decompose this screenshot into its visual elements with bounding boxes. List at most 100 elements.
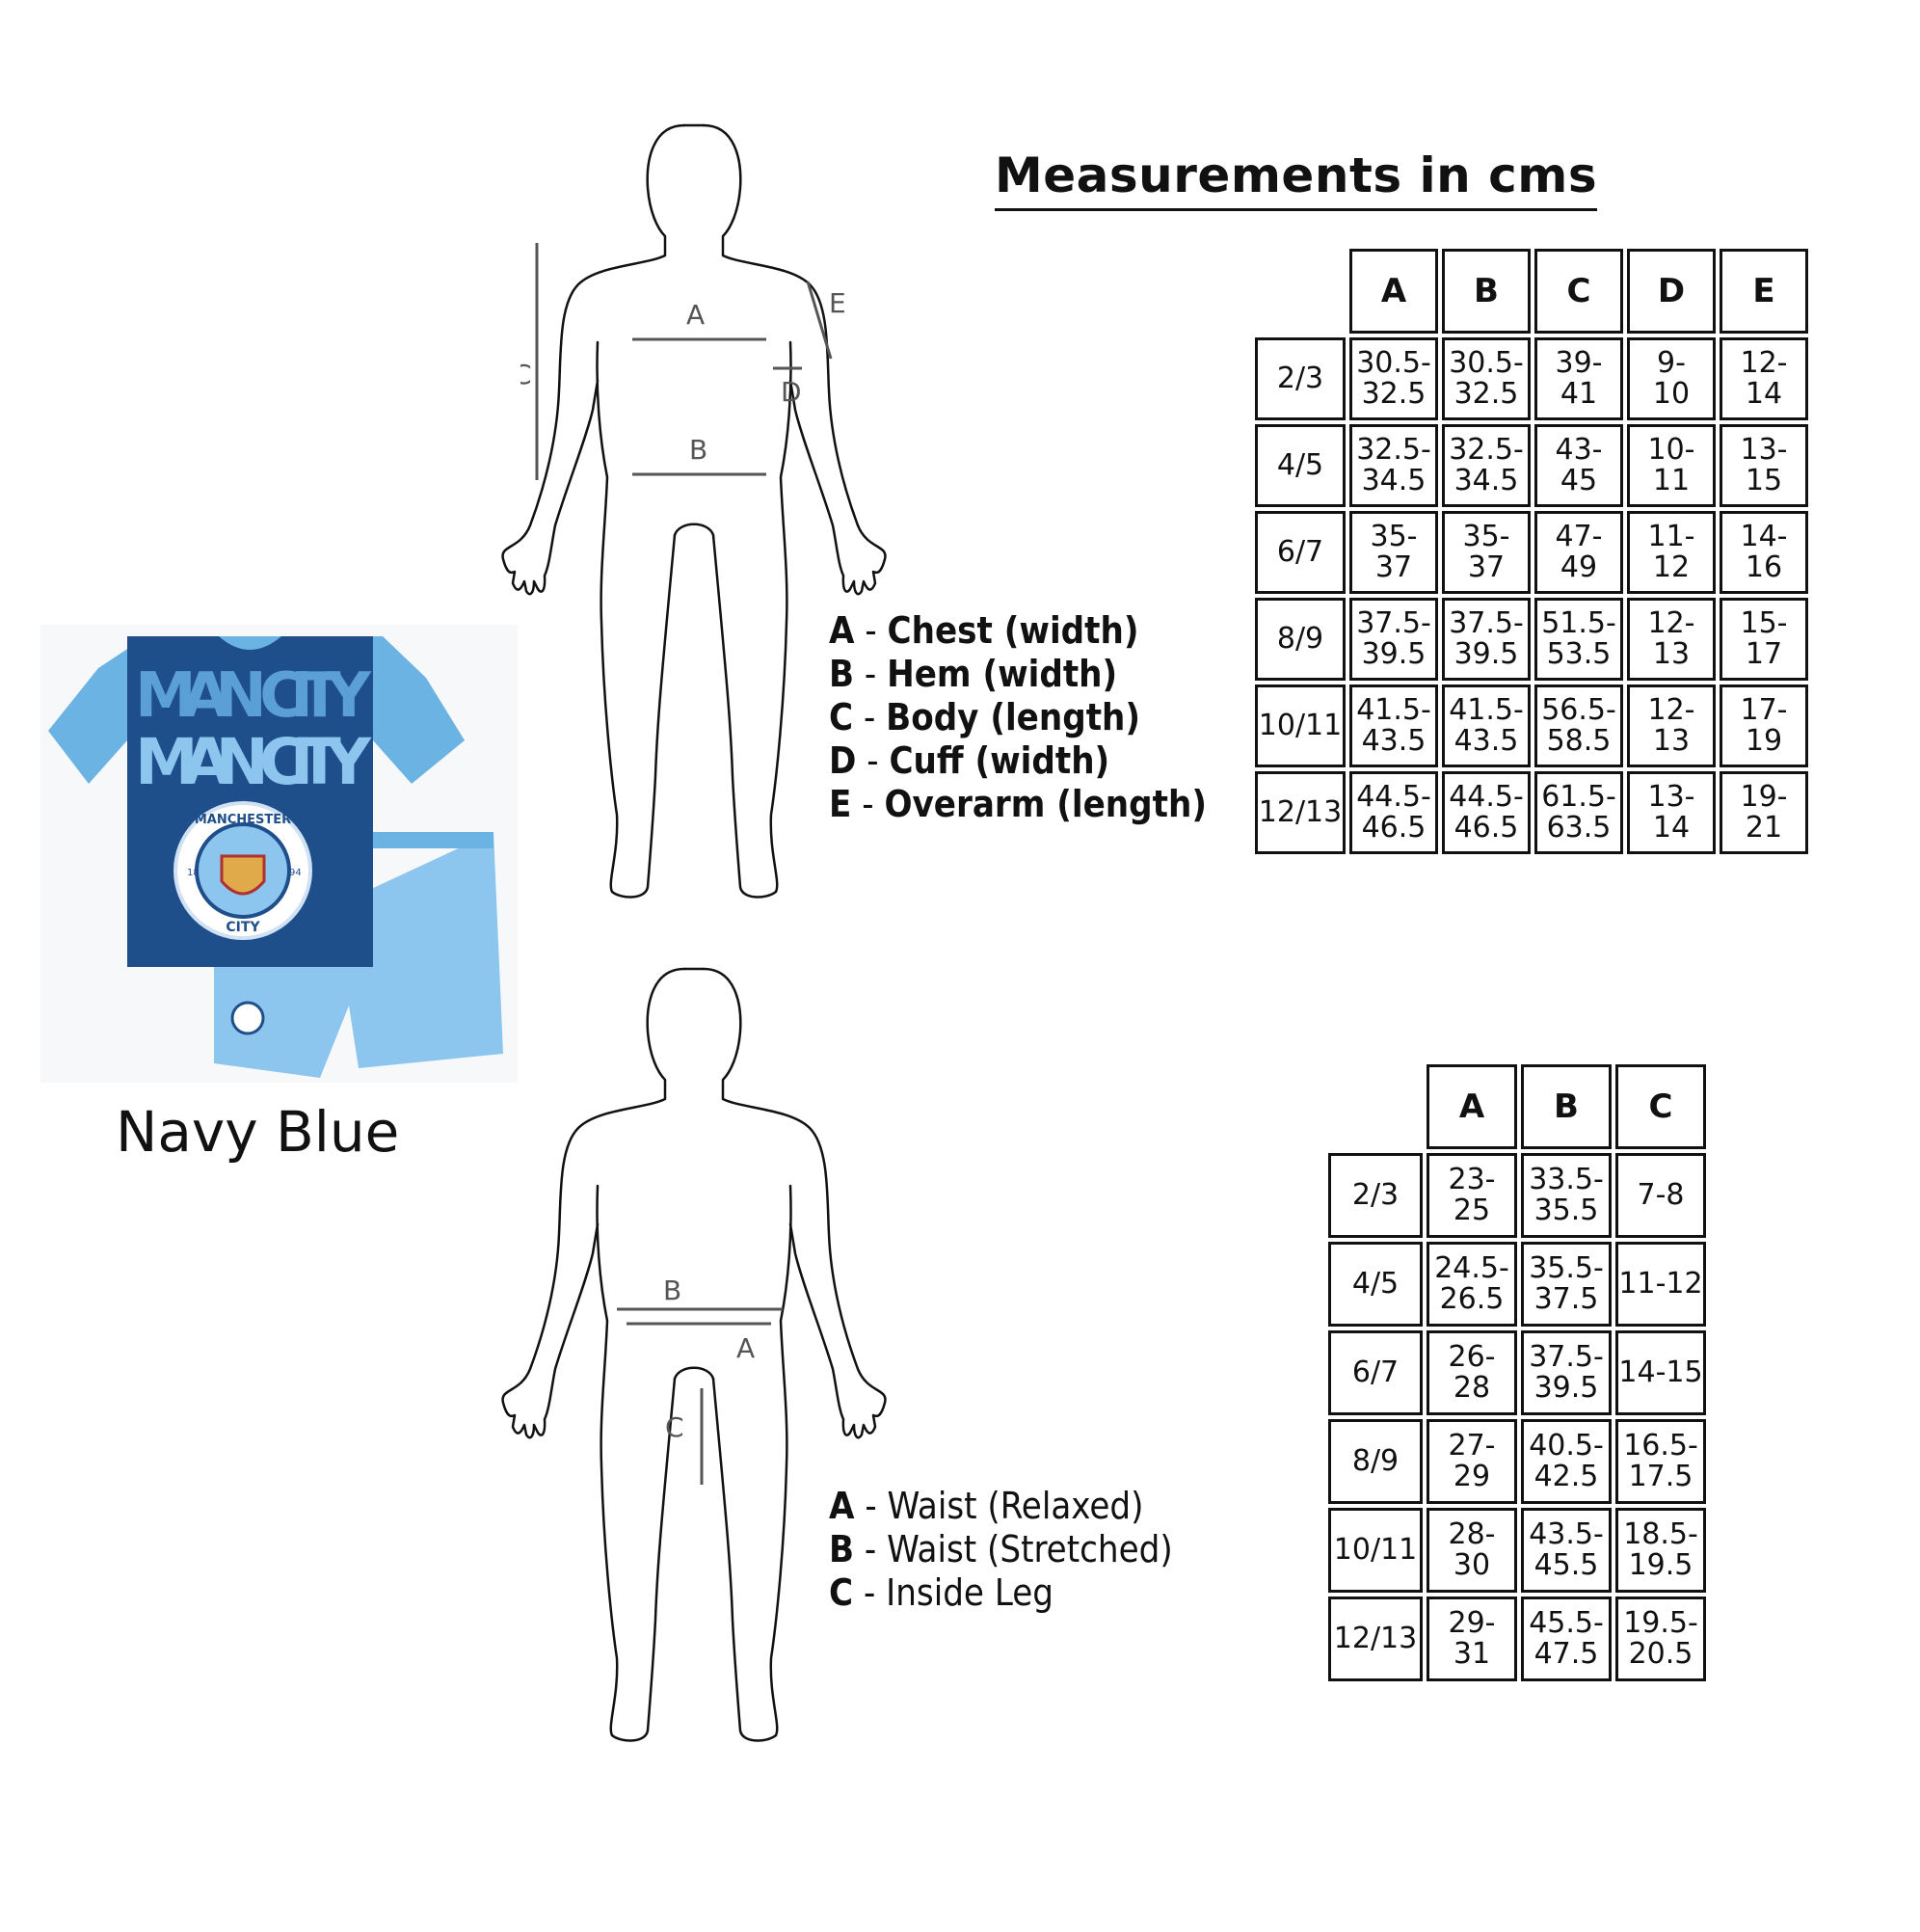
cell-line: 23- (1448, 1163, 1496, 1196)
cell-line: 41 (1560, 377, 1598, 411)
cell-line: 39- (1555, 346, 1603, 380)
cell-line: 26.5 (1439, 1282, 1505, 1316)
legend-row: C - Body (length) (829, 696, 1141, 738)
table-cell: 41.5-43.5 (1442, 684, 1531, 767)
cell-line: 34.5 (1361, 464, 1427, 497)
cell-line: 42.5 (1533, 1460, 1599, 1493)
table-cell: 47-49 (1534, 511, 1623, 594)
row-size-label: 12/13 (1255, 771, 1346, 854)
column-header: D (1627, 249, 1716, 334)
table-cell: 37.5-39.5 (1442, 598, 1531, 681)
table-cell: 45.5-47.5 (1521, 1597, 1612, 1681)
legend-row: B - Hem (width) (829, 653, 1118, 695)
table-cell: 12-13 (1627, 598, 1716, 681)
table-cell: 32.5-34.5 (1349, 424, 1438, 507)
label-b: B (663, 1275, 681, 1306)
row-size-label: 6/7 (1255, 511, 1346, 594)
table-cell: 10-11 (1627, 424, 1716, 507)
cell-line: 13 (1652, 724, 1691, 758)
cell-line: 14-15 (1618, 1355, 1703, 1389)
column-header: C (1534, 249, 1623, 334)
cell-line: 34.5 (1453, 464, 1519, 497)
cell-line: 43- (1555, 433, 1603, 467)
table-cell: 35.5-37.5 (1521, 1242, 1612, 1327)
page-title: Measurements in cms (995, 145, 1598, 211)
cell-line: 24.5- (1434, 1251, 1509, 1285)
table-cell: 14-16 (1720, 511, 1808, 594)
cell-line: 32.5 (1453, 377, 1519, 411)
cell-line: 10- (1647, 433, 1695, 467)
cell-line: 33.5- (1529, 1163, 1604, 1196)
cell-line: 30 (1453, 1548, 1491, 1582)
column-header: A (1349, 249, 1438, 334)
cell-line: 47- (1555, 520, 1603, 553)
label-b: B (689, 434, 707, 466)
table-cell: 30.5-32.5 (1349, 337, 1438, 420)
cell-line: 14 (1652, 811, 1691, 845)
table-cell: 44.5-46.5 (1442, 771, 1531, 854)
cell-line: 19.5- (1623, 1606, 1698, 1640)
row-size-label: 12/13 (1328, 1597, 1423, 1681)
cell-line: 29 (1453, 1460, 1491, 1493)
table-cell: 44.5-46.5 (1349, 771, 1438, 854)
cell-line: 44.5- (1449, 780, 1524, 814)
cell-line: 47.5 (1533, 1637, 1599, 1671)
table-cell: 27-29 (1427, 1419, 1517, 1504)
table-cell: 11-12 (1627, 511, 1716, 594)
cell-line: 45 (1560, 464, 1598, 497)
cell-line: 37.5- (1529, 1340, 1604, 1374)
cell-line: 14 (1745, 377, 1783, 411)
cell-line: 28- (1448, 1517, 1496, 1551)
table-cell: 24.5-26.5 (1427, 1242, 1517, 1327)
top-legend: A - Chest (width) B - Hem (width) C - Bo… (829, 609, 1207, 826)
crest-year-right: 94 (289, 868, 302, 878)
top-body-figure (492, 121, 896, 911)
cell-line: 49 (1560, 550, 1598, 584)
cell-line: 12 (1652, 550, 1691, 584)
bottom-legend: A - Waist (Relaxed) B - Waist (Stretched… (829, 1485, 1173, 1615)
cell-line: 43.5 (1361, 724, 1427, 758)
table-cell: 18.5-19.5 (1615, 1508, 1706, 1593)
product-color-caption: Navy Blue (116, 1099, 400, 1165)
overarm-line (806, 281, 833, 360)
table-cell: 26-28 (1427, 1330, 1517, 1415)
bottom-measure-lines: B A C (617, 1275, 783, 1485)
cell-line: 61.5- (1541, 780, 1616, 814)
cell-line: 13- (1740, 433, 1788, 467)
row-size-label: 8/9 (1255, 598, 1346, 681)
table-cell: 13-15 (1720, 424, 1808, 507)
row-size-label: 10/11 (1255, 684, 1346, 767)
table-cell: 11-12 (1615, 1242, 1706, 1327)
cell-line: 37 (1374, 550, 1413, 584)
row-size-label: 4/5 (1255, 424, 1346, 507)
table-cell: 12-13 (1627, 684, 1716, 767)
cell-line: 13 (1652, 637, 1691, 671)
crest-bottom-text: CITY (226, 920, 260, 935)
table-cell: 28-30 (1427, 1508, 1517, 1593)
cell-line: 10 (1652, 377, 1691, 411)
bottom-body-figure (492, 964, 896, 1755)
legend-row: E - Overarm (length) (829, 783, 1207, 825)
table-header-row: A B C (1328, 1064, 1706, 1149)
cell-line: 51.5- (1541, 606, 1616, 640)
cell-line: 20.5 (1628, 1637, 1693, 1671)
table-cell: 35-37 (1442, 511, 1531, 594)
column-header: C (1615, 1064, 1706, 1149)
label-d: D (781, 376, 802, 408)
table-cell: 15-17 (1720, 598, 1808, 681)
cell-line: 35- (1370, 520, 1418, 553)
cell-line: 12- (1740, 346, 1788, 380)
table-cell: 16.5-17.5 (1615, 1419, 1706, 1504)
cell-line: 28 (1453, 1371, 1491, 1405)
table-cell: 40.5-42.5 (1521, 1419, 1612, 1504)
table-cell: 7-8 (1615, 1153, 1706, 1238)
legend-row: B - Waist (Stretched) (829, 1528, 1173, 1570)
label-a: A (686, 299, 705, 331)
cell-line: 39.5 (1361, 637, 1427, 671)
cell-line: 11 (1652, 464, 1691, 497)
cell-line: 58.5 (1546, 724, 1612, 758)
